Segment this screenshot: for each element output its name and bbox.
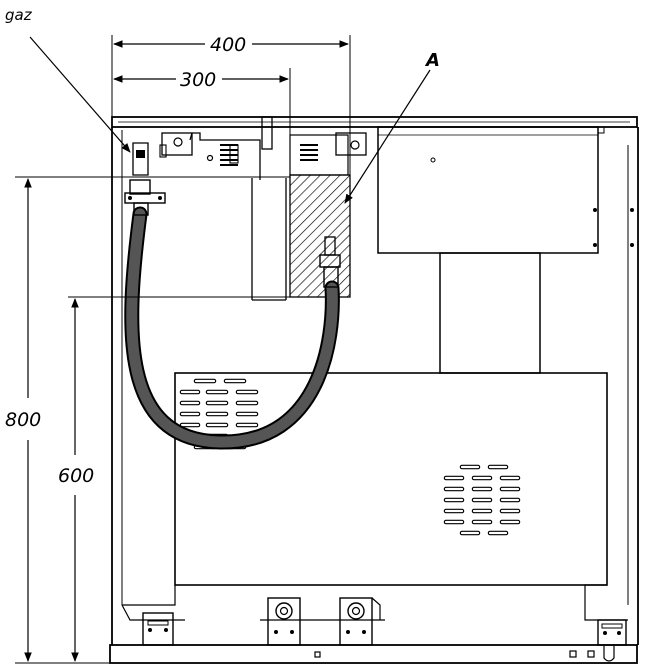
upper-components: [132, 116, 634, 374]
dimension-600-label: 600: [58, 465, 94, 487]
dimension-lines: [15, 35, 431, 664]
dimension-800-label: 800: [5, 409, 41, 431]
connection-zone-a: [289, 174, 351, 298]
appliance-outline: [109, 116, 639, 664]
foot-middle-right: [339, 597, 381, 646]
oven-box: [174, 372, 608, 586]
marker-a-label: A: [424, 50, 440, 71]
foot-left: [142, 612, 174, 646]
foot-middle: [267, 597, 301, 646]
gas-hose: [124, 179, 341, 450]
dimension-300-label: 300: [180, 69, 216, 91]
gas-label: gaz: [5, 6, 33, 24]
dimension-400-label: 400: [210, 34, 246, 56]
foot-right: [597, 619, 627, 646]
base-and-feet: [121, 584, 628, 646]
